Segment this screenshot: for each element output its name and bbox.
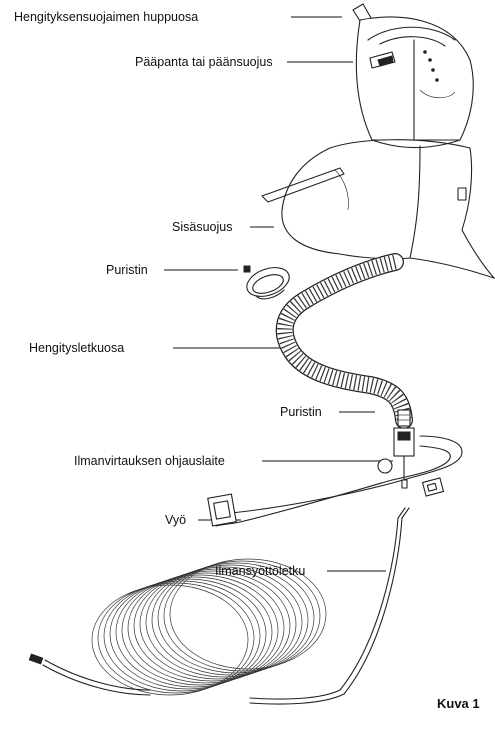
air-supply-hose-illustration: [29, 508, 409, 704]
air-supply-hose-label: Ilmansyöttöletku: [215, 564, 305, 578]
belt-label: Vyö: [165, 513, 186, 527]
figure-caption: Kuva 1: [437, 696, 480, 711]
airflow-control-label: Ilmanvirtauksen ohjauslaite: [74, 454, 225, 468]
clamp-top-label: Puristin: [106, 263, 148, 277]
clamp-illustration: [243, 262, 293, 301]
clamp-bottom-label: Puristin: [280, 405, 322, 419]
breathing-hose-illustration: [285, 262, 410, 426]
hood-part-label: Hengityksensuojaimen huppuosa: [14, 10, 198, 24]
headband-label: Pääpanta tai päänsuojus: [135, 55, 273, 69]
inner-shield-label: Sisäsuojus: [172, 220, 232, 234]
belt-illustration: [208, 428, 462, 526]
breathing-hose-label: Hengitysletkuosa: [29, 341, 124, 355]
hood-illustration: [262, 4, 494, 278]
hose-coil: [92, 559, 326, 695]
